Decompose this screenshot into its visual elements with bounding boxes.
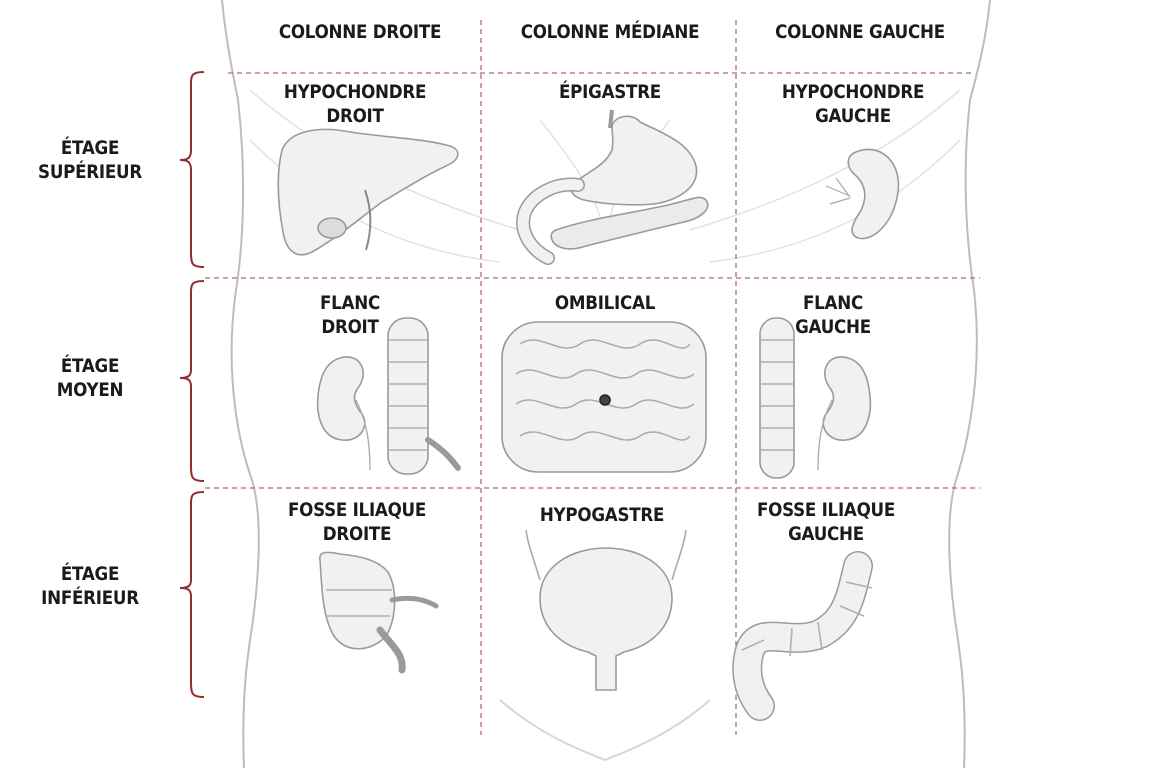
region-fosse-iliaque-droite: FOSSE ILIAQUE DROITE	[287, 499, 427, 545]
column-header-left: COLONNE GAUCHE	[775, 21, 945, 43]
bracket-moyen	[179, 280, 205, 482]
right-kidney-icon	[316, 356, 371, 471]
torso-outline	[221, 0, 991, 768]
stomach-icon	[516, 109, 698, 265]
gallbladder-icon	[317, 217, 347, 239]
row-label-superieur: ÉTAGE SUPÉRIEUR	[38, 137, 142, 183]
left-kidney-icon	[817, 356, 872, 471]
region-hypochondre-droit: HYPOCHONDRE DROIT	[283, 81, 427, 127]
row-label-moyen: ÉTAGE MOYEN	[56, 355, 124, 401]
region-grid	[205, 20, 980, 735]
region-flanc-droit: FLANC DROIT	[320, 292, 380, 338]
bracket-superieur	[179, 71, 205, 268]
region-hypochondre-gauche: HYPOCHONDRE GAUCHE	[781, 81, 925, 127]
spleen-icon	[825, 148, 900, 240]
appendix-icon	[376, 626, 406, 674]
region-flanc-gauche: FLANC GAUCHE	[795, 292, 871, 338]
bracket-inferieur	[179, 491, 205, 698]
navel-icon	[599, 394, 611, 406]
region-ombilical: OMBILICAL	[554, 292, 656, 314]
row-brackets	[179, 71, 205, 698]
descending-colon-icon	[759, 317, 795, 479]
liver-icon	[277, 128, 459, 256]
sigmoid-colon-icon	[732, 551, 873, 721]
bladder-icon	[525, 529, 687, 691]
column-header-middle: COLONNE MÉDIANE	[520, 21, 700, 43]
column-header-right: COLONNE DROITE	[278, 21, 442, 43]
ascending-colon-icon	[387, 317, 461, 475]
region-epigastre: ÉPIGASTRE	[559, 81, 661, 103]
small-intestine-icon	[501, 321, 707, 473]
rib-cage	[249, 89, 961, 263]
pancreas-icon	[550, 196, 709, 250]
cecum-icon	[319, 551, 439, 674]
region-fosse-iliaque-gauche: FOSSE ILIAQUE GAUCHE	[756, 499, 896, 545]
region-hypogastre: HYPOGASTRE	[539, 504, 665, 526]
row-label-inferieur: ÉTAGE INFÉRIEUR	[41, 563, 139, 609]
